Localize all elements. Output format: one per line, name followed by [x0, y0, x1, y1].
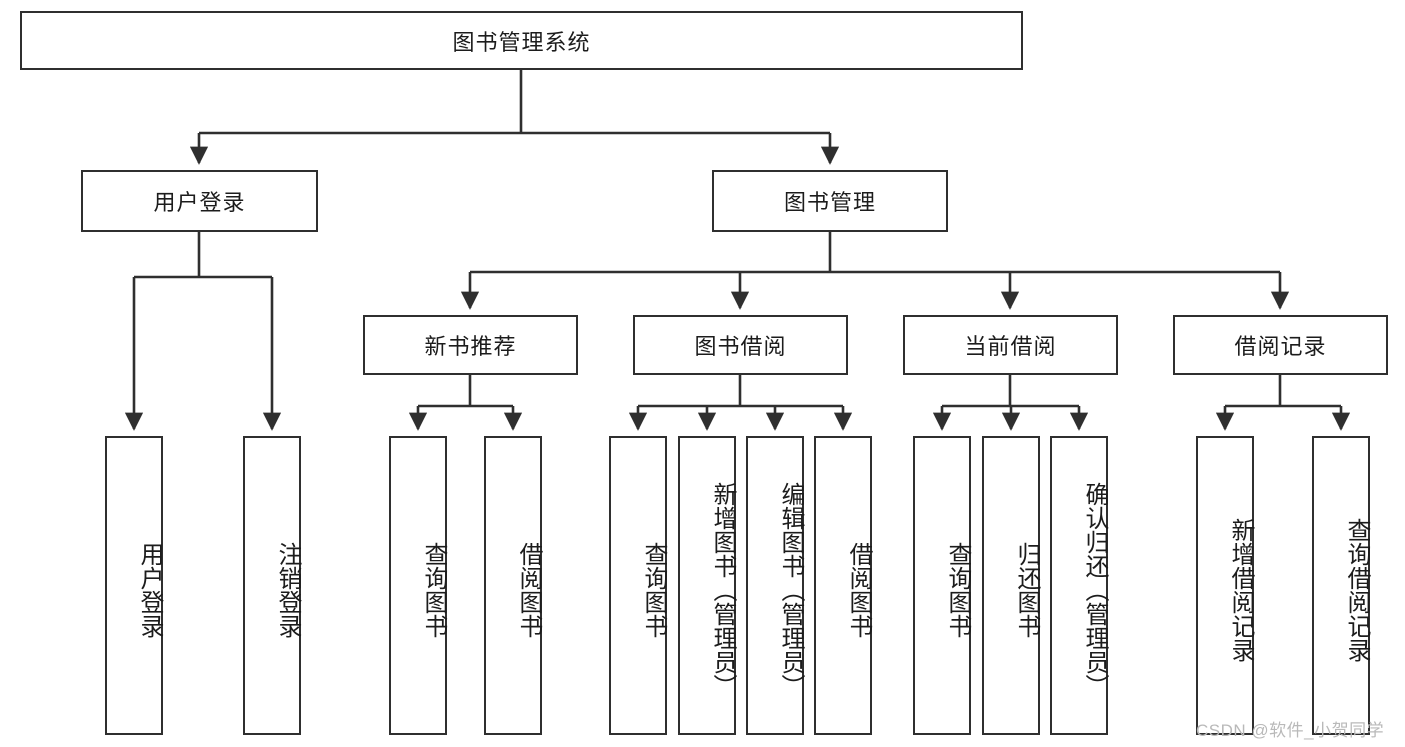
- node-leaf-query-book-2[interactable]: 查询图书: [609, 436, 667, 735]
- node-leaf-confirm-return[interactable]: 确认归还（管理员）: [1050, 436, 1108, 735]
- node-leaf-add-borrow-record[interactable]: 新增借阅记录: [1196, 436, 1254, 735]
- node-leaf-query-book-3[interactable]: 查询图书: [913, 436, 971, 735]
- node-current-borrow[interactable]: 当前借阅: [903, 315, 1118, 375]
- node-leaf-add-book-label: 新增图书（管理员）: [709, 481, 736, 698]
- node-root[interactable]: 图书管理系统: [20, 11, 1023, 70]
- node-leaf-user-login-label: 用户登录: [136, 541, 163, 638]
- node-leaf-query-book-3-label: 查询图书: [944, 541, 971, 638]
- node-leaf-user-logout-label: 注销登录: [274, 541, 301, 638]
- node-user-login[interactable]: 用户登录: [81, 170, 318, 232]
- node-leaf-query-book-1[interactable]: 查询图书: [389, 436, 447, 735]
- node-book-borrow[interactable]: 图书借阅: [633, 315, 848, 375]
- node-leaf-add-borrow-record-label: 新增借阅记录: [1227, 517, 1254, 662]
- node-leaf-confirm-return-label: 确认归还（管理员）: [1081, 481, 1108, 698]
- node-book-borrow-label: 图书借阅: [694, 334, 787, 359]
- node-book-manage-label: 图书管理: [783, 190, 876, 215]
- node-leaf-query-book-2-label: 查询图书: [640, 541, 667, 638]
- node-new-book-recommend[interactable]: 新书推荐: [363, 315, 578, 375]
- node-leaf-borrow-book-2[interactable]: 借阅图书: [814, 436, 872, 735]
- node-leaf-user-logout[interactable]: 注销登录: [243, 436, 301, 735]
- node-leaf-return-book-label: 归还图书: [1013, 541, 1040, 638]
- node-new-book-recommend-label: 新书推荐: [424, 334, 517, 359]
- node-leaf-borrow-book-2-label: 借阅图书: [845, 541, 872, 638]
- node-leaf-edit-book[interactable]: 编辑图书（管理员）: [746, 436, 804, 735]
- node-current-borrow-label: 当前借阅: [964, 334, 1057, 359]
- node-leaf-borrow-book-1-label: 借阅图书: [515, 541, 542, 638]
- node-borrow-record[interactable]: 借阅记录: [1173, 315, 1388, 375]
- csdn-watermark: CSDN @软件_小贺同学: [1196, 721, 1385, 740]
- node-leaf-edit-book-label: 编辑图书（管理员）: [777, 481, 804, 698]
- node-leaf-query-borrow-record-label: 查询借阅记录: [1343, 517, 1370, 662]
- node-leaf-query-borrow-record[interactable]: 查询借阅记录: [1312, 436, 1370, 735]
- node-borrow-record-label: 借阅记录: [1234, 334, 1327, 359]
- node-book-manage[interactable]: 图书管理: [712, 170, 948, 232]
- node-leaf-return-book[interactable]: 归还图书: [982, 436, 1040, 735]
- node-user-login-label: 用户登录: [153, 190, 246, 215]
- node-root-label: 图书管理系统: [452, 29, 591, 55]
- node-leaf-add-book[interactable]: 新增图书（管理员）: [678, 436, 736, 735]
- node-leaf-user-login[interactable]: 用户登录: [105, 436, 163, 735]
- node-leaf-query-book-1-label: 查询图书: [420, 541, 447, 638]
- node-leaf-borrow-book-1[interactable]: 借阅图书: [484, 436, 542, 735]
